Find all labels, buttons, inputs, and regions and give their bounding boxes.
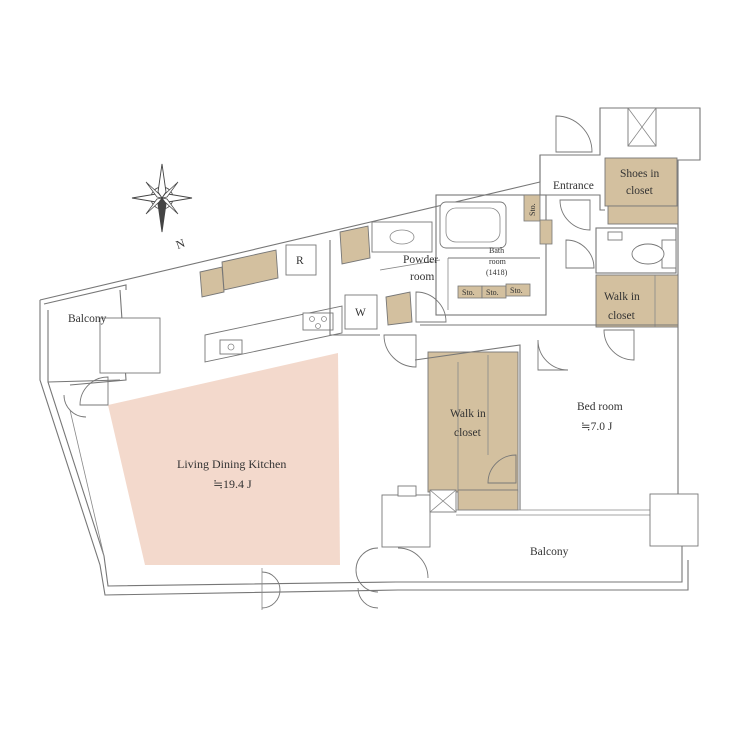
ldk-floor-area xyxy=(108,353,340,565)
sto-label-2: Sto. xyxy=(486,288,499,297)
kitchen-upper-storage xyxy=(199,244,317,298)
bedroom-label-1: Bed room xyxy=(577,401,623,413)
entrance-area xyxy=(539,107,679,269)
sto-label-1: Sto. xyxy=(462,288,475,297)
toilet-bowl-icon xyxy=(631,243,665,265)
powder-label-1: Powder xyxy=(403,254,438,266)
walkin-center-label-1: Walk in xyxy=(450,408,486,420)
bath-label-3: (1418) xyxy=(486,268,508,277)
kitchen-counter xyxy=(204,305,343,363)
bath-label-1: Bath xyxy=(489,246,504,255)
walkin-closet-right xyxy=(595,274,679,361)
balcony-left-label: Balcony xyxy=(68,313,107,325)
shoes-closet-label-2: closet xyxy=(626,185,654,197)
sink-icon xyxy=(219,339,243,355)
walkin-right-label-2: closet xyxy=(608,310,636,322)
refrigerator-label: R xyxy=(296,255,304,267)
entrance-label: Entrance xyxy=(553,180,594,192)
compass-north-label: N xyxy=(174,236,187,252)
washer-box xyxy=(344,294,378,330)
walkin-center-label-2: closet xyxy=(454,427,482,439)
walkin-closet-center xyxy=(427,351,519,511)
ldk-label-2: ≒19.4 J xyxy=(213,477,252,491)
bathtub-icon xyxy=(439,201,507,249)
balcony-doors xyxy=(63,376,429,610)
stove-icon xyxy=(302,312,334,331)
toilet-area xyxy=(595,227,677,274)
bedroom-label-2: ≒7.0 J xyxy=(581,421,613,433)
refrigerator-box xyxy=(285,244,317,276)
vanity-basin-icon xyxy=(371,221,433,253)
sto-label-3: Sto. xyxy=(510,286,523,295)
bottom-structure xyxy=(381,485,699,548)
compass-icon xyxy=(131,163,193,233)
bedroom-walls xyxy=(383,324,678,516)
shoes-closet-label-1: Shoes in xyxy=(620,168,660,180)
powder-label-2: room xyxy=(410,271,434,283)
sto-vertical-label: Sto. xyxy=(528,203,537,216)
bathroom-area xyxy=(435,194,553,316)
left-balcony-structure xyxy=(47,317,161,383)
powder-room-area xyxy=(329,221,447,336)
balcony-bottom-label: Balcony xyxy=(530,546,569,558)
washer-label: W xyxy=(355,307,366,319)
bath-label-2: room xyxy=(489,257,507,266)
ldk-label-1: Living Dining Kitchen xyxy=(177,457,286,471)
walkin-right-label-1: Walk in xyxy=(604,291,640,303)
